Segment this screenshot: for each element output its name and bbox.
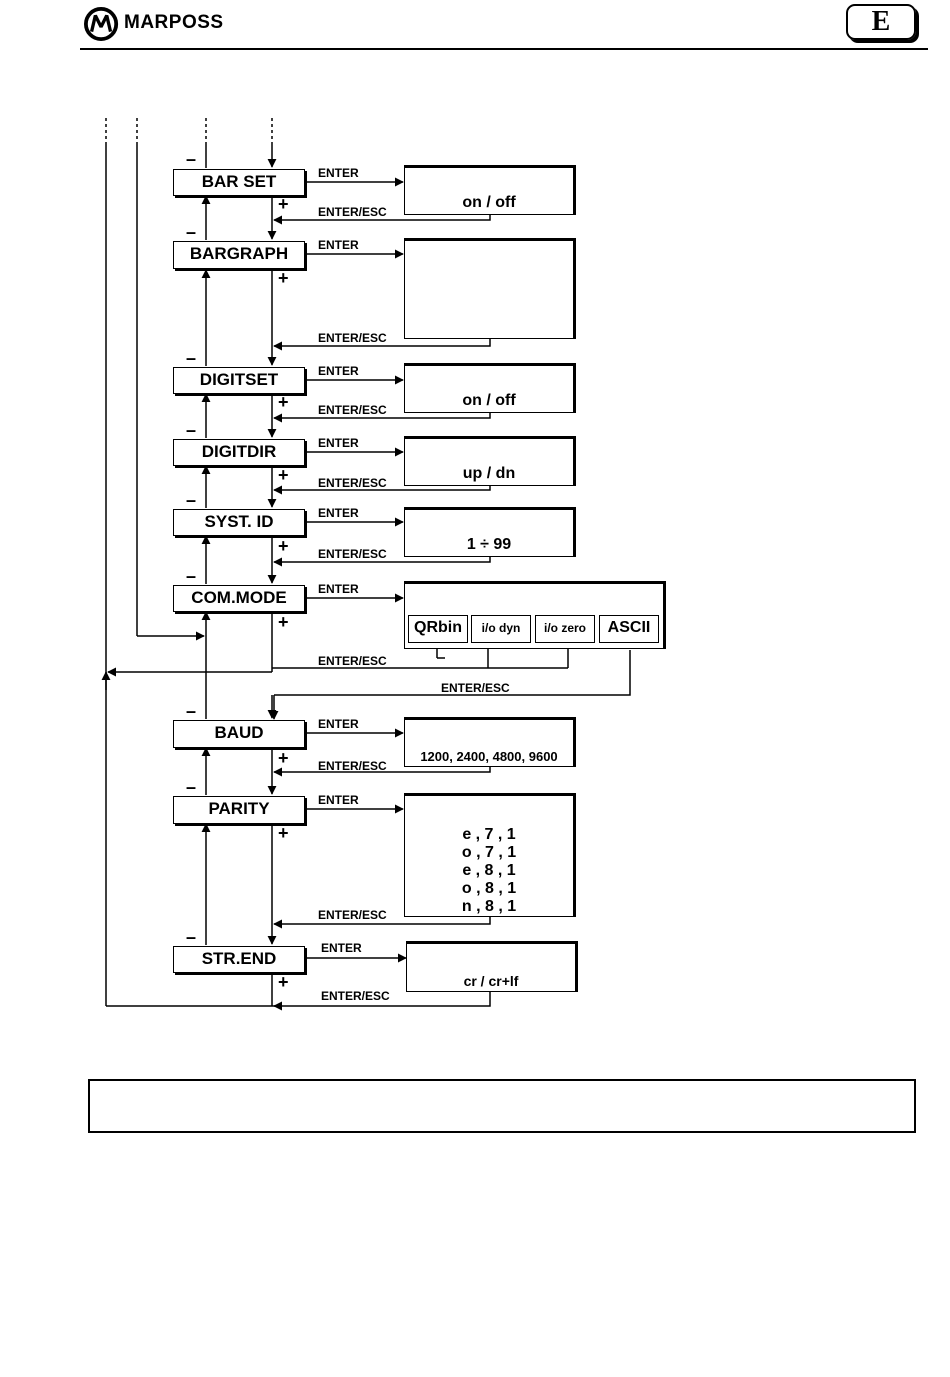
enter-esc-label: ENTER/ESC [318, 476, 387, 490]
plus-sign: + [278, 194, 289, 214]
enter-label: ENTER [318, 436, 359, 450]
menu-item-parity[interactable]: PARITY [173, 796, 305, 824]
menu-item-digitset[interactable]: DIGITSET [173, 367, 305, 394]
minus-sign: – [186, 420, 197, 440]
header-rule [80, 48, 928, 50]
minus-sign: – [186, 490, 197, 510]
option-io-zero[interactable]: i/o zero [535, 615, 595, 643]
menu-item-com-mode[interactable]: COM.MODE [173, 585, 305, 612]
enter-label: ENTER [318, 238, 359, 252]
brand-name: MARPOSS [124, 12, 224, 33]
value-box-digitdir: up / dn [404, 436, 576, 486]
menu-item-baud[interactable]: BAUD [173, 720, 305, 748]
option-ascii[interactable]: ASCII [599, 615, 659, 643]
minus-sign: – [186, 348, 197, 368]
enter-esc-label: ENTER/ESC [321, 989, 390, 1003]
enter-label: ENTER [321, 941, 362, 955]
parity-option: o , 8 , 1 [461, 880, 517, 897]
plus-sign: + [278, 612, 289, 632]
plus-sign: + [278, 748, 289, 768]
value-box-bargraph [404, 238, 576, 339]
minus-sign: – [186, 777, 197, 797]
parity-list: e , 7 , 1 o , 7 , 1 e , 8 , 1 o , 8 , 1 … [405, 826, 573, 916]
value-text: up / dn [462, 465, 516, 482]
minus-sign: – [186, 149, 197, 169]
enter-esc-label: ENTER/ESC [441, 681, 510, 695]
value-text: cr / cr+lf [463, 973, 519, 989]
value-box-str-end: cr / cr+lf [406, 941, 578, 992]
minus-sign: – [186, 222, 197, 242]
option-io-dyn[interactable]: i/o dyn [471, 615, 531, 643]
enter-esc-label: ENTER/ESC [318, 403, 387, 417]
plus-sign: + [278, 972, 289, 992]
enter-label: ENTER [318, 717, 359, 731]
enter-label: ENTER [318, 793, 359, 807]
plus-sign: + [278, 536, 289, 556]
enter-esc-label: ENTER/ESC [318, 205, 387, 219]
option-qrbin[interactable]: QRbin [408, 615, 468, 643]
value-box-syst-id: 1 ÷ 99 [404, 507, 576, 557]
enter-esc-label: ENTER/ESC [318, 547, 387, 561]
value-box-parity: e , 7 , 1 o , 7 , 1 e , 8 , 1 o , 8 , 1 … [404, 793, 576, 917]
minus-sign: – [186, 566, 197, 586]
minus-sign: – [186, 927, 197, 947]
enter-label: ENTER [318, 506, 359, 520]
value-text: 1200, 2400, 4800, 9600 [420, 749, 558, 764]
parity-option: e , 8 , 1 [462, 862, 516, 879]
menu-item-bargraph[interactable]: BARGRAPH [173, 241, 305, 269]
language-badge: E [846, 4, 916, 40]
menu-item-digitdir[interactable]: DIGITDIR [173, 439, 305, 466]
enter-esc-label: ENTER/ESC [318, 908, 387, 922]
plus-sign: + [278, 268, 289, 288]
menu-item-bar-set[interactable]: BAR SET [173, 169, 305, 196]
value-box-bar-set: on / off [404, 165, 576, 215]
menu-item-str-end[interactable]: STR.END [173, 946, 305, 973]
enter-esc-label: ENTER/ESC [318, 654, 387, 668]
value-text: on / off [462, 392, 516, 409]
value-box-digitset: on / off [404, 363, 576, 413]
plus-sign: + [278, 392, 289, 412]
enter-label: ENTER [318, 166, 359, 180]
value-text: on / off [462, 194, 516, 211]
note-box [88, 1079, 916, 1133]
value-text: 1 ÷ 99 [466, 536, 512, 553]
enter-esc-label: ENTER/ESC [318, 331, 387, 345]
parity-option: e , 7 , 1 [462, 826, 516, 843]
enter-esc-label: ENTER/ESC [318, 759, 387, 773]
minus-sign: – [186, 701, 197, 721]
menu-item-syst-id[interactable]: SYST. ID [173, 509, 305, 536]
marposs-logo [84, 6, 119, 42]
plus-sign: + [278, 823, 289, 843]
enter-label: ENTER [318, 364, 359, 378]
parity-option: o , 7 , 1 [461, 844, 517, 861]
parity-option: n , 8 , 1 [461, 898, 517, 915]
plus-sign: + [278, 465, 289, 485]
enter-label: ENTER [318, 582, 359, 596]
value-box-baud: 1200, 2400, 4800, 9600 [404, 717, 576, 767]
